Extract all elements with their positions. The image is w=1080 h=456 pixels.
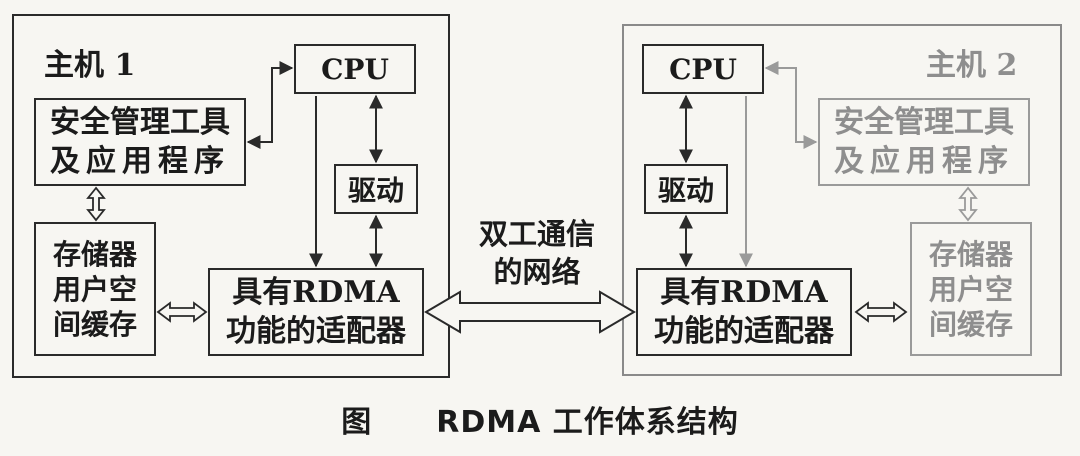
- host-2-app-cpu-connector: [764, 61, 818, 149]
- host-2-adapter-line-2: 功能的适配器: [654, 314, 834, 349]
- figure-caption-title: RDMA 工作体系结构: [436, 405, 739, 440]
- host-2-storage-line-3: 间缓存: [928, 307, 1013, 341]
- host-2-driver-label: 驱动: [657, 174, 714, 207]
- host-1-app-storage-double-arrow: [86, 186, 106, 222]
- host-1-cpu-box: CPU: [294, 44, 416, 94]
- host-2-app-tools-line-2: 及应用程序: [834, 144, 1014, 179]
- host-2-app-tools-line-1: 安全管理工具: [834, 105, 1014, 140]
- host-1-storage-line-1: 存储器: [52, 237, 137, 271]
- host-2-frame: [622, 24, 1062, 376]
- host-2-rdma-adapter-box: 具有RDMA 功能的适配器: [636, 268, 852, 356]
- host-2-cpu-label: CPU: [669, 52, 737, 86]
- figure-caption: 图 RDMA 工作体系结构: [0, 397, 1080, 441]
- host-1-driver-label: 驱动: [347, 174, 404, 207]
- host-2-app-storage-double-arrow: [958, 186, 978, 222]
- host-2-adapter-line-1: 具有RDMA: [660, 275, 828, 310]
- host-1-app-tools-box: 安全管理工具 及应用程序: [34, 98, 246, 186]
- figure-caption-prefix: 图: [341, 405, 373, 440]
- host-1-app-tools-line-2: 及应用程序: [50, 144, 230, 179]
- host-1-storage-line-2: 用户空: [52, 272, 137, 306]
- network-label: 双工通信 的网络: [462, 216, 612, 291]
- host-2-storage-box: 存储器 用户空 间缓存: [910, 222, 1032, 356]
- host-1-storage-line-3: 间缓存: [52, 307, 137, 341]
- host-1-frame: [12, 14, 450, 378]
- host-1-label: 主机 1: [44, 48, 136, 83]
- host-1-cpu-label: CPU: [321, 52, 389, 86]
- host-2-cpu-box: CPU: [642, 44, 764, 94]
- host-1-app-tools-line-1: 安全管理工具: [50, 105, 230, 140]
- network-label-line-2: 的网络: [493, 254, 581, 289]
- host-1-driver-box: 驱动: [334, 164, 418, 214]
- host-2-storage-line-1: 存储器: [928, 237, 1013, 271]
- host-2-adapter-storage-double-arrow: [854, 301, 908, 323]
- network-label-line-1: 双工通信: [478, 217, 595, 251]
- host-1-adapter-line-2: 功能的适配器: [226, 314, 406, 349]
- host-1-rdma-adapter-box: 具有RDMA 功能的适配器: [208, 268, 424, 356]
- host-2-storage-line-2: 用户空: [928, 272, 1013, 306]
- network-double-arrow: [424, 290, 636, 334]
- host-2-label: 主机 2: [926, 48, 1018, 83]
- host-1-storage-adapter-double-arrow: [156, 301, 208, 323]
- host-1-adapter-line-1: 具有RDMA: [232, 275, 400, 310]
- host-2-app-tools-box: 安全管理工具 及应用程序: [818, 98, 1030, 186]
- host-1-storage-box: 存储器 用户空 间缓存: [34, 222, 156, 356]
- host-2-driver-box: 驱动: [644, 164, 728, 214]
- host-1-app-cpu-connector: [246, 61, 294, 149]
